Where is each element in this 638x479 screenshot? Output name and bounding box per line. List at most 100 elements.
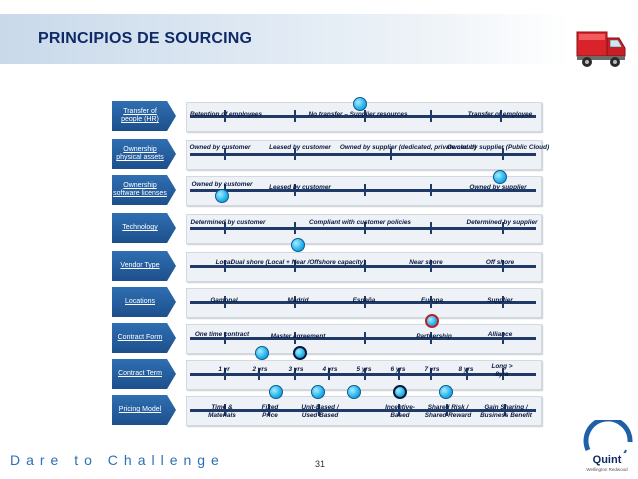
tick	[318, 404, 320, 416]
selection-dot	[255, 346, 269, 360]
tick	[502, 148, 504, 160]
tick	[224, 148, 226, 160]
option-label: Local	[215, 259, 233, 266]
option-label: Transfer of employee	[467, 111, 533, 118]
option-label: 4 yrs	[322, 366, 338, 373]
selection-dot-highlight	[425, 314, 439, 328]
tick	[224, 296, 226, 308]
option-label: Supplier	[487, 297, 513, 304]
tick	[294, 368, 296, 380]
option-label: Compliant with customer policies	[309, 219, 411, 226]
selection-dot	[269, 385, 283, 399]
option-label: 1 yr	[218, 366, 230, 373]
option-label: Fixed Price	[261, 404, 279, 419]
option-label: Incentive-Based	[385, 404, 415, 419]
selection-dot	[291, 238, 305, 252]
tick	[430, 222, 432, 234]
tick	[364, 222, 366, 234]
row-axis	[190, 373, 536, 376]
tick	[502, 222, 504, 234]
option-label: Off shore	[485, 259, 515, 266]
option-label: Madrid	[287, 297, 309, 304]
option-label: Leased by customer	[269, 144, 331, 151]
tick	[502, 332, 504, 344]
option-label: Owned by customer	[189, 144, 251, 151]
tick	[294, 296, 296, 308]
tick	[502, 368, 504, 380]
row-axis	[190, 265, 536, 268]
option-label: 5 yrs	[356, 366, 372, 373]
tick	[294, 148, 296, 160]
row-contract-form: Contract Form One time contract Master a…	[112, 314, 548, 354]
red-truck-icon	[576, 31, 626, 67]
option-label: One time contract	[194, 331, 250, 338]
option-label: Europa	[420, 297, 444, 304]
tick	[328, 368, 330, 380]
tick	[364, 368, 366, 380]
row-label: Ownership physical assets	[112, 139, 176, 169]
option-label: Owned by supplier (Public Cloud)	[446, 144, 550, 151]
option-label: Determined by supplier	[466, 219, 538, 226]
logo-text: Quint	[593, 454, 622, 466]
option-label: Owned by supplier	[469, 184, 527, 191]
option-label: Leased by customer	[269, 184, 331, 191]
option-label: Gain Sharing / Business Benefit	[480, 404, 532, 419]
row-axis	[190, 227, 536, 230]
tick	[364, 184, 366, 196]
footer-motto: Dare to Challenge	[10, 452, 225, 468]
row-label: Transfer of people (HR)	[112, 101, 176, 131]
row-technology: Technology Determined by customer Compli…	[112, 213, 548, 244]
tick	[466, 368, 468, 380]
row-label: Contract Form	[112, 323, 176, 353]
tick	[502, 296, 504, 308]
tick	[430, 368, 432, 380]
option-label: Owned by supplier (dedicated, private cl…	[339, 144, 477, 151]
row-axis	[190, 301, 536, 304]
option-label: Time & Materials	[208, 404, 236, 419]
tick	[224, 332, 226, 344]
tick	[500, 110, 502, 122]
tick	[294, 222, 296, 234]
selection-dot	[353, 97, 367, 111]
page-title: PRINCIPIOS DE SOURCING	[38, 30, 253, 47]
row-ownership-physical-assets: Ownership physical assets Owned by custo…	[112, 139, 550, 170]
selection-dot	[439, 385, 453, 399]
option-label: 3 yrs	[288, 366, 304, 373]
tick	[364, 332, 366, 344]
tick	[224, 368, 226, 380]
tick	[294, 184, 296, 196]
option-label: Unit-Based / Used Based	[301, 404, 339, 419]
row-label: Vendor Type	[112, 251, 176, 281]
tick	[504, 404, 506, 416]
option-label: 2 yrs	[252, 366, 268, 373]
row-label: Contract Term	[112, 359, 176, 389]
tick	[364, 110, 366, 122]
sourcing-diagram: Transfer of people (HR) Retention of emp…	[112, 95, 550, 430]
tick	[430, 110, 432, 122]
selection-dot	[311, 385, 325, 399]
tick	[364, 260, 366, 272]
option-label: Partnership	[416, 333, 452, 340]
option-label: Gamonal	[210, 297, 238, 304]
row-label: Locations	[112, 287, 176, 317]
tick	[294, 260, 296, 272]
option-label: 7 yrs	[424, 366, 440, 373]
selection-dot	[215, 189, 229, 203]
option-label: Shared Risk / Shared Reward	[424, 404, 472, 419]
tick	[430, 296, 432, 308]
tick	[390, 148, 392, 160]
tick	[364, 296, 366, 308]
option-label: Determined by customer	[190, 219, 266, 226]
tick	[502, 260, 504, 272]
option-label: Long > 8yrs	[491, 363, 513, 378]
selection-dot-current	[293, 346, 307, 360]
row-pricing-model: Pricing Model Time & Materials Fixed Pri…	[112, 385, 548, 426]
option-label: Retention of employees	[189, 111, 263, 118]
option-label: Alliance	[487, 331, 513, 338]
header-bar	[0, 14, 570, 64]
selection-dot	[347, 385, 361, 399]
selection-dot	[493, 170, 507, 184]
row-label: Technology	[112, 213, 176, 243]
row-axis	[190, 409, 536, 412]
page-number: 31	[315, 459, 326, 469]
